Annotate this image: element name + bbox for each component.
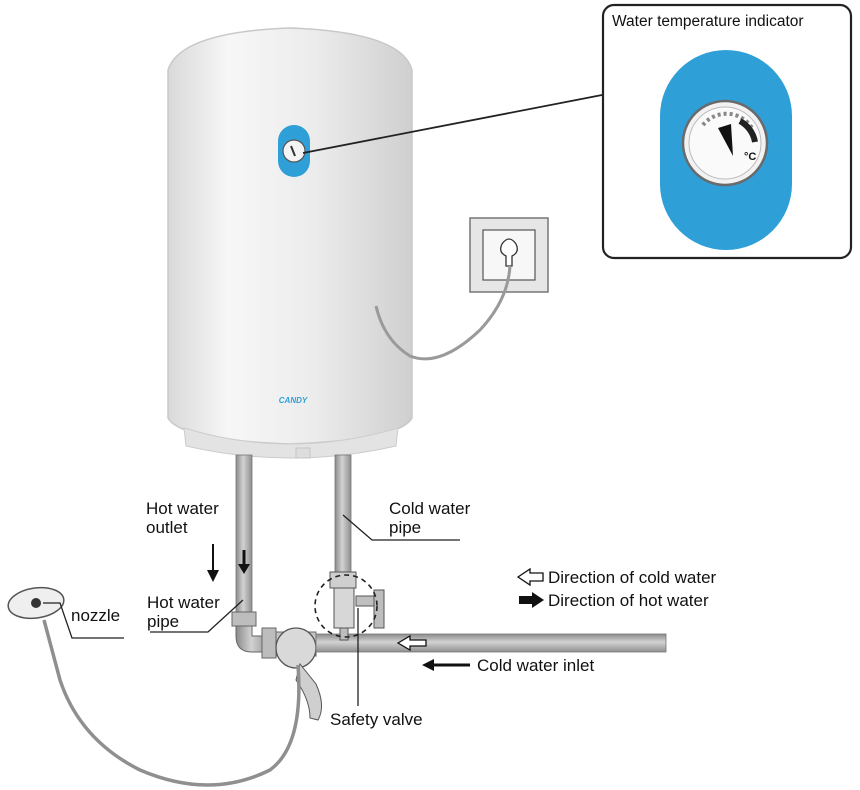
hot-flow-arrow-pipe <box>238 550 250 574</box>
label-leader-lines <box>43 514 460 706</box>
gauge-needle-icon <box>718 124 733 156</box>
legend-hot-arrow-icon <box>519 592 544 608</box>
label-cold-water-inlet: Cold water inlet <box>477 656 595 675</box>
callout-title: Water temperature indicator <box>612 13 804 30</box>
mixing-tap <box>275 627 322 721</box>
label-hot-water-pipe: Hot water pipe <box>147 593 220 631</box>
cold-water-inlet-arrow <box>422 659 470 671</box>
label-nozzle: nozzle <box>71 606 121 625</box>
gauge-unit-label: °C <box>744 151 756 163</box>
plug-icon <box>500 238 518 267</box>
shower-nozzle <box>7 586 65 620</box>
power-cord <box>374 265 512 361</box>
label-safety-valve: Safety valve <box>330 710 423 729</box>
legend-hot-direction: Direction of hot water <box>548 591 709 610</box>
pipe-elbow <box>231 611 277 659</box>
hot-water-outlet-pipe <box>235 454 253 621</box>
tank-temperature-indicator <box>278 125 310 177</box>
legend-cold-direction: Direction of cold water <box>548 568 717 587</box>
legend-cold-arrow-icon <box>516 567 544 587</box>
cold-water-inlet-pipe <box>315 633 667 653</box>
callout-box <box>601 3 853 260</box>
safety-valve <box>314 571 385 641</box>
shower-hose <box>42 619 301 787</box>
callout-leader-line <box>302 94 603 154</box>
label-cold-water-pipe: Cold water pipe <box>389 499 471 537</box>
label-hot-water-outlet: Hot water outlet <box>146 499 219 537</box>
water-heater-tank <box>167 27 413 459</box>
hot-flow-arrow-outlet <box>207 544 219 582</box>
cold-flow-arrow-icon <box>396 634 427 652</box>
heater-brand-logo: CANDY <box>279 396 308 405</box>
